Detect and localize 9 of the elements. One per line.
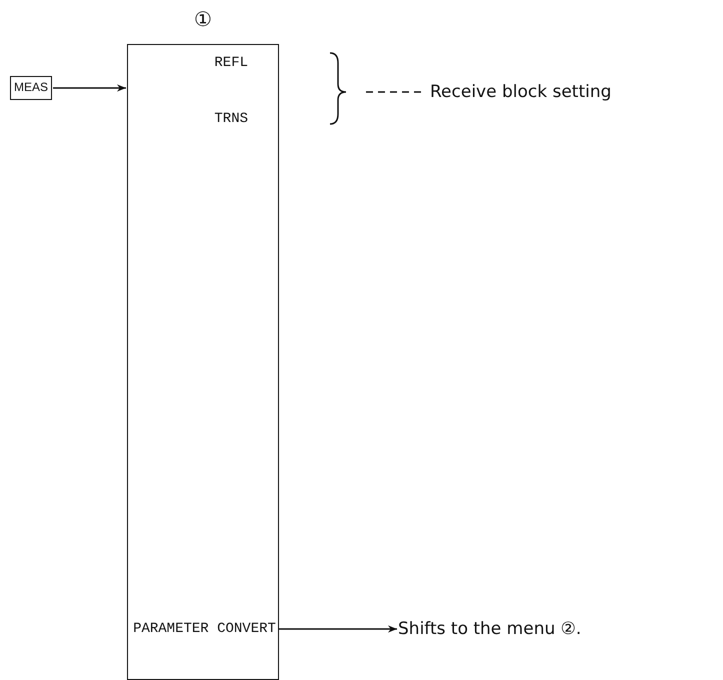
softkey-label: PARAMETER CONVERT xyxy=(132,620,277,639)
menu-number: ① xyxy=(193,6,213,32)
softkey-label: TRNS xyxy=(213,110,249,129)
arrow xyxy=(279,625,397,633)
softkey-label: REFL xyxy=(213,54,249,73)
arrow xyxy=(53,84,126,92)
note-text: Receive block setting xyxy=(430,81,612,104)
note-text: Shifts to the menu ②. xyxy=(398,617,582,641)
hardkey-box: MEAS xyxy=(10,76,52,100)
